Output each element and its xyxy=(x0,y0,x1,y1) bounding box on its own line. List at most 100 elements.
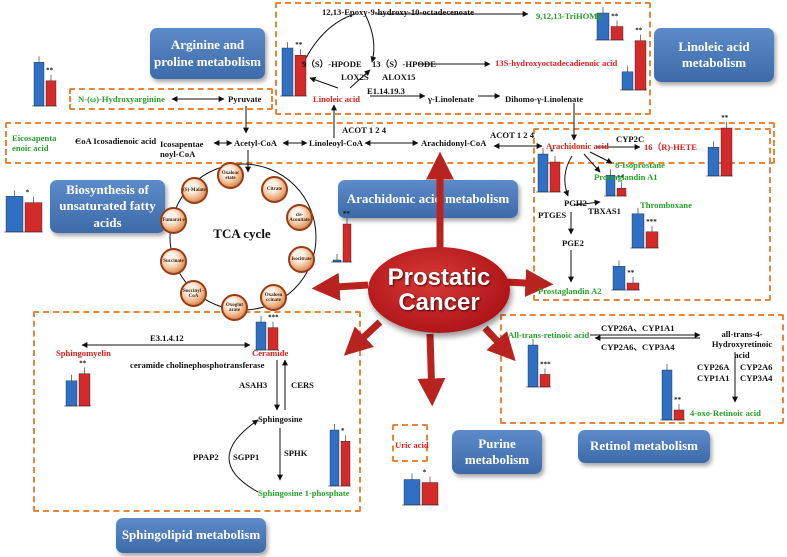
bar-ceramide-cancer xyxy=(267,327,279,351)
center-line2: Cancer xyxy=(398,289,480,316)
label-cyp26a-1a1: CYP26A、CYP1A1 xyxy=(601,323,675,333)
label-isoprostane: 8-Isoprostane xyxy=(615,160,665,170)
sig-arginine: ** xyxy=(46,67,54,75)
label-uric-acid: Uric acid xyxy=(395,440,429,450)
label-tbxas1: TBXAS1 xyxy=(588,206,621,216)
label-sgpp1: SGPP1 xyxy=(233,452,260,462)
label-asah3: ASAH3 xyxy=(239,380,268,390)
label-linoleoyl-coa: Linoleoyl-CoA xyxy=(309,138,363,148)
bar-uric-control xyxy=(403,479,421,506)
pathway-biosynthesis: Biosynthesis of unsaturated fatty acids xyxy=(50,180,165,233)
label-hpode13: 13（S）-HPODE xyxy=(372,59,436,69)
sig-tca_side: ** xyxy=(343,210,351,218)
label-cers: CERS xyxy=(291,380,314,390)
bar-pga2-control xyxy=(612,266,626,291)
arachidonic-region-box xyxy=(533,128,771,301)
bar-all_trans-cancer xyxy=(539,374,551,388)
sig-oxo: ** xyxy=(674,396,682,404)
label-pga2: Prostaglandin A2 xyxy=(538,286,602,296)
bar-sphingomyelin-cancer xyxy=(78,373,91,407)
label-sphingomyelin: Sphingomyelin xyxy=(56,348,111,358)
pathway-tca: TCA cycle xyxy=(202,214,282,254)
tca-node-succinate: Succinate xyxy=(160,248,187,275)
pathway-arachidonic: Arachidonic acid metabolism xyxy=(338,180,518,218)
tca-node-oxoglutarate: Oxoglut arate xyxy=(221,294,248,321)
bar-biosynthesis-cancer xyxy=(24,202,43,233)
tca-node-succinyl-coa: Succinyl -CoA xyxy=(180,280,207,307)
label-acetyl-coa: Acetyl-CoA xyxy=(234,138,277,148)
pathway-sphingolipid: Sphingolipid metabolism xyxy=(116,518,266,553)
bar-hydroxyoct-control xyxy=(621,71,634,91)
bar-pga2-cancer xyxy=(626,282,640,291)
sig-all_trans: *** xyxy=(540,360,551,368)
label-cyp2a6: CYP2A6 xyxy=(740,362,773,372)
label-cyp2a6-3a4: CYP2A6、CYP3A4 xyxy=(601,342,675,352)
tca-node-cis-aconitate: cis-Aconitate xyxy=(286,204,313,231)
label-ptges: PTGES xyxy=(538,210,567,220)
pathway-retinol: Retinol metabolism xyxy=(578,430,710,463)
label-pgh2: PGH2 xyxy=(564,198,587,208)
purine-region-box xyxy=(392,424,428,462)
label-arachidonic-acid: Arachidonic acid xyxy=(546,141,609,151)
sig-pga1: ** xyxy=(617,174,625,182)
label-eicosapentaenoic: Eicosapenta enoic acid xyxy=(12,133,57,153)
tca-node-isocitrate: Isocitrate xyxy=(288,246,315,273)
sphingolipid-region-box xyxy=(33,311,361,512)
label-transferase: ceramide cholinephosphotransferase xyxy=(130,360,265,370)
bar-tca_side-cancer xyxy=(342,223,352,263)
bar-oxo-cancer xyxy=(673,409,685,421)
bar-hete-cancer xyxy=(720,127,733,177)
bar-sphingomyelin-control xyxy=(65,380,78,407)
bar-linoleic-control xyxy=(281,47,294,97)
label-linoleic-acid: Linoleic acid xyxy=(313,94,361,104)
label-s1p: Sphingosine 1-phosphate xyxy=(258,488,350,498)
bar-arachidonic-cancer xyxy=(549,161,561,193)
label-hete: 16（R)-HETE xyxy=(644,142,697,152)
label-sphingosine: Sphingosine xyxy=(258,414,303,424)
bar-ceramide-control xyxy=(255,321,267,351)
retinol-region-box xyxy=(500,314,784,424)
label-arachidonyl-coa: Arachidonyl-CoA xyxy=(421,138,487,148)
bar-pga1-cancer xyxy=(616,187,627,197)
label-lox2s: LOX2S xyxy=(341,72,369,82)
sig-s1p: * xyxy=(341,427,345,435)
bar-arachidonic-control xyxy=(537,153,549,193)
bar-thromboxane-cancer xyxy=(645,231,659,249)
sig-trihome: ** xyxy=(611,13,619,21)
arginine-region-box xyxy=(69,88,273,110)
label-ppap2: PPAP2 xyxy=(193,452,219,462)
pathway-purine: Purine metabolism xyxy=(452,430,542,474)
bar-s1p-control xyxy=(329,429,340,487)
sig-ceramide: *** xyxy=(268,314,279,322)
bar-hete-control xyxy=(707,146,720,177)
pathway-arginine: Arginine and proline metabolism xyxy=(150,28,265,79)
sig-uric: * xyxy=(423,469,427,477)
tca-node-citrate: Citrate xyxy=(261,176,288,203)
label-alox15: ALOX15 xyxy=(382,72,416,82)
label-gamma: γ-Linolenate xyxy=(428,94,475,104)
label-hydroxyoct: 13S-hydroxyoctadecadienoic acid xyxy=(495,58,618,68)
prostatic-cancer-center: Prostatic Cancer xyxy=(368,247,510,333)
bar-all_trans-control xyxy=(527,344,539,388)
label-pge2: PGE2 xyxy=(562,238,584,248)
bar-thromboxane-control xyxy=(631,213,645,249)
label-pyruvate: Pyruvate xyxy=(228,94,262,104)
label-cyp1a1: CYP1A1 xyxy=(697,373,730,383)
label-hpode9: 9（S）-HPODE xyxy=(302,59,362,69)
bar-trihome-cancer xyxy=(610,26,624,41)
bar-s1p-cancer xyxy=(340,441,351,487)
label-acot1: ACOT 1 2 4 xyxy=(342,125,387,135)
label-coa-icosadienoic: CoA Icosadienoic acid xyxy=(75,136,157,146)
bar-arginine-cancer xyxy=(45,80,57,107)
label-ceramide: Ceramide xyxy=(252,348,289,358)
label-epoxy: 12,13-Epoxy-9-hydroxy-10-octadecenoate xyxy=(322,7,474,17)
sig-biosynthesis: * xyxy=(26,189,30,197)
label-thromboxane: Thromboxane xyxy=(640,200,692,210)
label-oxo-retinoic: 4-oxo-Retinoic acid xyxy=(690,408,761,418)
label-sphk: SPHK xyxy=(284,448,308,458)
sig-arachidonic: * xyxy=(550,148,554,156)
label-cyp26a: CYP26A xyxy=(697,362,730,372)
tca-node-oxaloacetate: Oxaloac etate xyxy=(217,162,244,189)
label-acot2: ACOT 1 2 4 xyxy=(490,130,535,140)
label-n-hydroxyarginine: N-(ω)-Hydroxyarginine xyxy=(78,94,165,104)
